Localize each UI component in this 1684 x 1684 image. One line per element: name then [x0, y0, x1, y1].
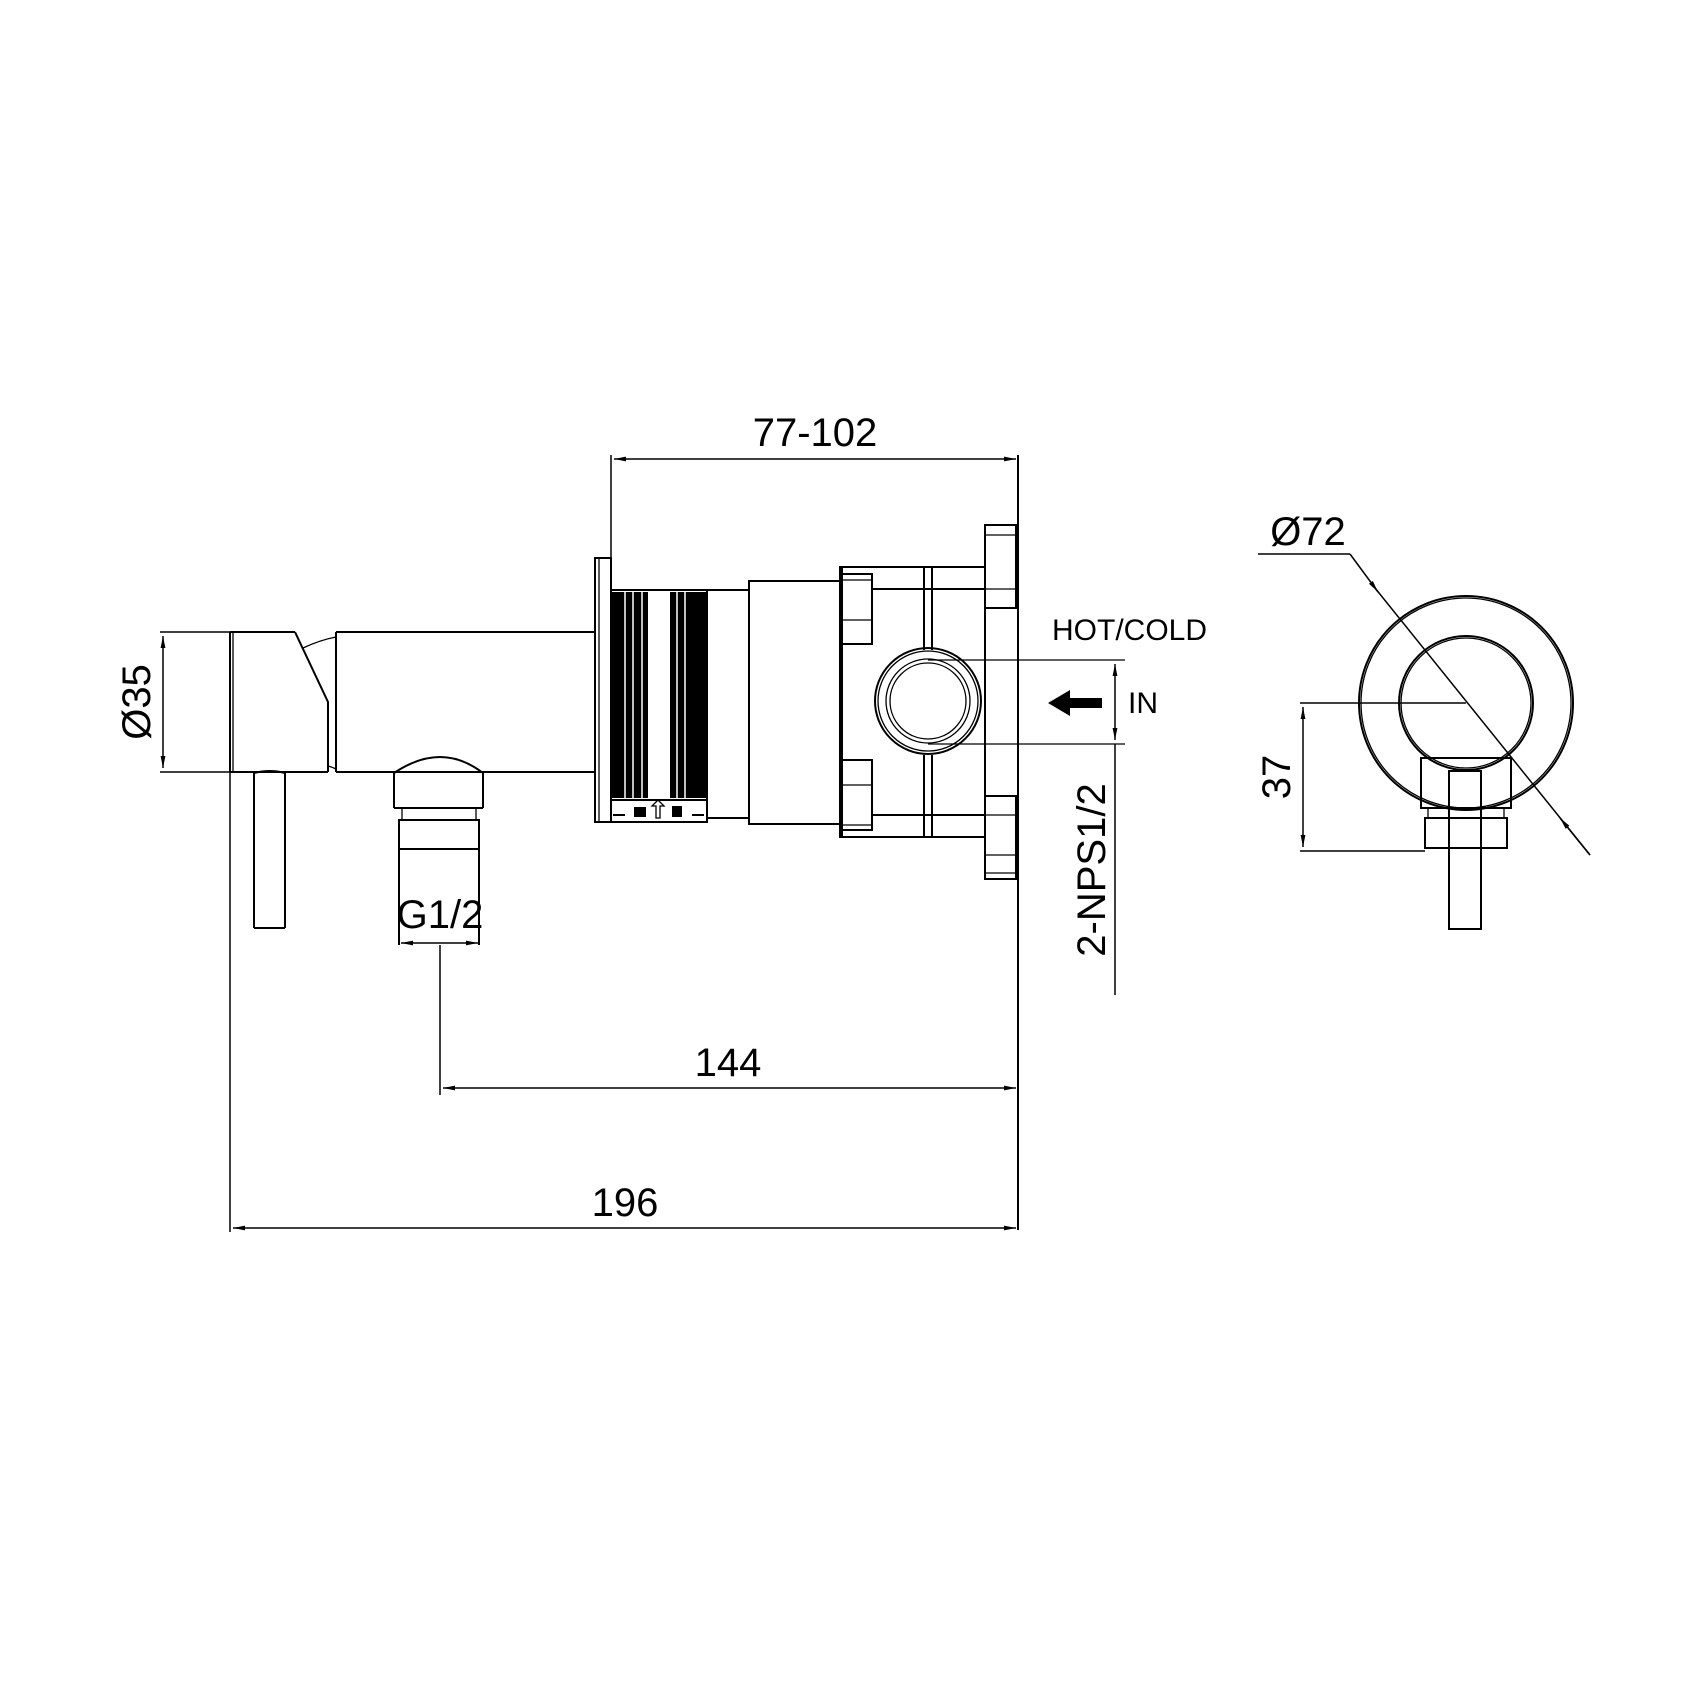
inlet-type-label: HOT/COLD — [1052, 614, 1207, 647]
threaded-sleeve — [610, 589, 708, 823]
front-view: Ø72 37 — [1255, 510, 1591, 930]
dim-plate-diameter-label: Ø72 — [1270, 510, 1346, 554]
outlet-connector — [393, 755, 484, 945]
dim-outlet-thread-label: G1/2 — [397, 893, 484, 937]
front-handle — [1420, 757, 1512, 930]
arrow-left-icon — [1048, 690, 1102, 716]
dim-wall-depth-label: 77-102 — [753, 411, 878, 455]
wall-flange — [594, 557, 612, 823]
dim-handle-offset-label: 37 — [1255, 755, 1299, 800]
cartridge-body — [706, 580, 841, 825]
inlet-thread-label: 2-NPS1/2 — [1070, 783, 1114, 956]
dim-total-length-label: 196 — [592, 1181, 659, 1225]
handle-lever — [253, 770, 286, 929]
inlet-direction-label: IN — [1128, 687, 1158, 720]
dim-outlet-to-wall-label: 144 — [695, 1041, 762, 1085]
dimension-outlet-to-wall: 144 — [439, 945, 1016, 1095]
dimension-wall-depth: 77-102 — [610, 411, 1016, 558]
dim-body-diameter-label: Ø35 — [115, 664, 159, 740]
dimension-total-length: 196 — [229, 772, 1016, 1232]
dimension-outlet-thread: G1/2 — [397, 893, 484, 946]
inlet-annotation: HOT/COLD IN 2-NPS1/2 — [1048, 614, 1207, 995]
side-view — [229, 455, 1125, 1230]
dimension-body-diameter: Ø35 — [115, 631, 230, 773]
valve-housing — [839, 524, 1125, 880]
body-end-cap — [229, 631, 337, 773]
body-tube — [335, 631, 594, 773]
